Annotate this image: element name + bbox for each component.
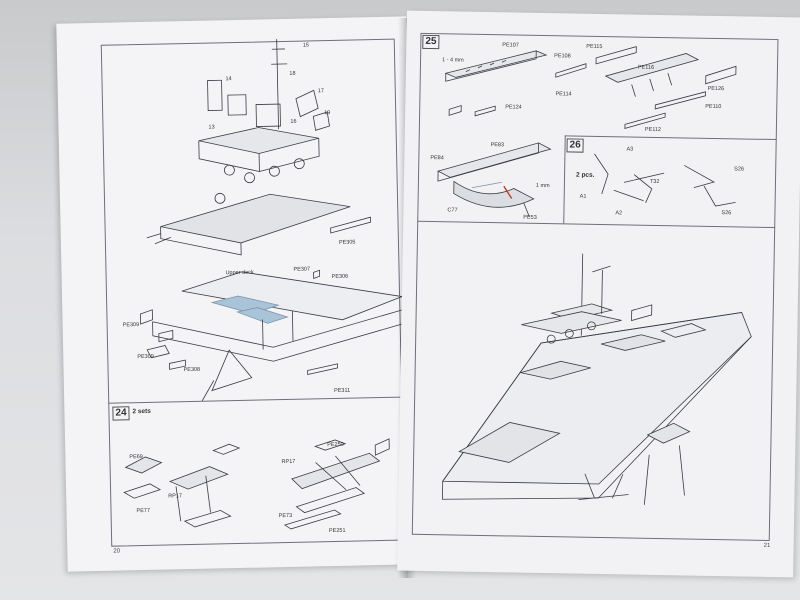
part-pe69: PE69 xyxy=(129,454,143,461)
part-pe115: PE115 xyxy=(586,43,603,51)
callout-14: 14 xyxy=(225,76,232,83)
part-rp17-b: RP17 xyxy=(281,458,296,466)
part-pe112: PE112 xyxy=(644,126,662,134)
part-pe307: PE307 xyxy=(293,266,311,273)
part-t32: T32 xyxy=(649,178,660,186)
part-rp17-a: RP17 xyxy=(168,493,183,500)
part-a1: A1 xyxy=(579,193,587,200)
callout-19: 19 xyxy=(324,110,331,117)
part-s26-a: S26 xyxy=(721,210,732,217)
part-pe73: PE73 xyxy=(278,512,293,520)
part-pe124: PE124 xyxy=(505,104,522,111)
left-page-number: 20 xyxy=(113,548,121,555)
right-page: 25 26 2 pcs. xyxy=(397,10,800,578)
right-page-number: 21 xyxy=(763,542,771,550)
part-pe77: PE77 xyxy=(136,507,151,515)
part-pe251: PE251 xyxy=(328,527,346,535)
part-pe250: PE250 xyxy=(327,441,344,449)
right-step-diagram xyxy=(437,46,752,505)
part-pe309-b: PE309 xyxy=(137,353,154,361)
part-pe305: PE305 xyxy=(338,239,356,246)
left-step-diagram xyxy=(123,39,418,530)
part-pe107: PE107 xyxy=(502,42,519,49)
step-number-24: 24 xyxy=(112,406,130,421)
callout-18: 18 xyxy=(289,70,296,77)
part-a2: A2 xyxy=(615,210,623,217)
step-24-note: 2 sets xyxy=(132,407,151,416)
part-pe306: PE306 xyxy=(331,273,349,281)
part-pe84: PE84 xyxy=(430,155,444,162)
part-s26-b: S26 xyxy=(734,166,745,173)
callout-16: 16 xyxy=(290,118,297,125)
upper-deck-label: Upper deck xyxy=(225,269,254,277)
measure-1mm: 1 mm xyxy=(535,182,550,190)
part-a3: A3 xyxy=(626,146,634,153)
measure-1-4mm: 1 - 4 mm xyxy=(442,57,464,64)
part-pe309-a: PE309 xyxy=(122,322,140,329)
part-pe116: PE116 xyxy=(637,64,655,71)
left-page: 24 2 sets 15 18 17 19 14 13 16 Upper dec… xyxy=(56,16,418,572)
callout-17: 17 xyxy=(317,88,324,95)
part-pe83: PE83 xyxy=(490,142,505,149)
part-pe114: PE114 xyxy=(555,91,572,98)
part-pe110: PE110 xyxy=(705,103,722,111)
part-pe311: PE311 xyxy=(333,387,351,394)
part-pe53: PE53 xyxy=(523,214,537,221)
part-c77: C77 xyxy=(447,207,458,214)
part-pe126: PE126 xyxy=(707,85,725,93)
callout-13: 13 xyxy=(208,124,215,131)
part-pe308: PE308 xyxy=(183,366,201,374)
part-pe108: PE108 xyxy=(554,53,571,60)
callout-15: 15 xyxy=(302,42,309,49)
